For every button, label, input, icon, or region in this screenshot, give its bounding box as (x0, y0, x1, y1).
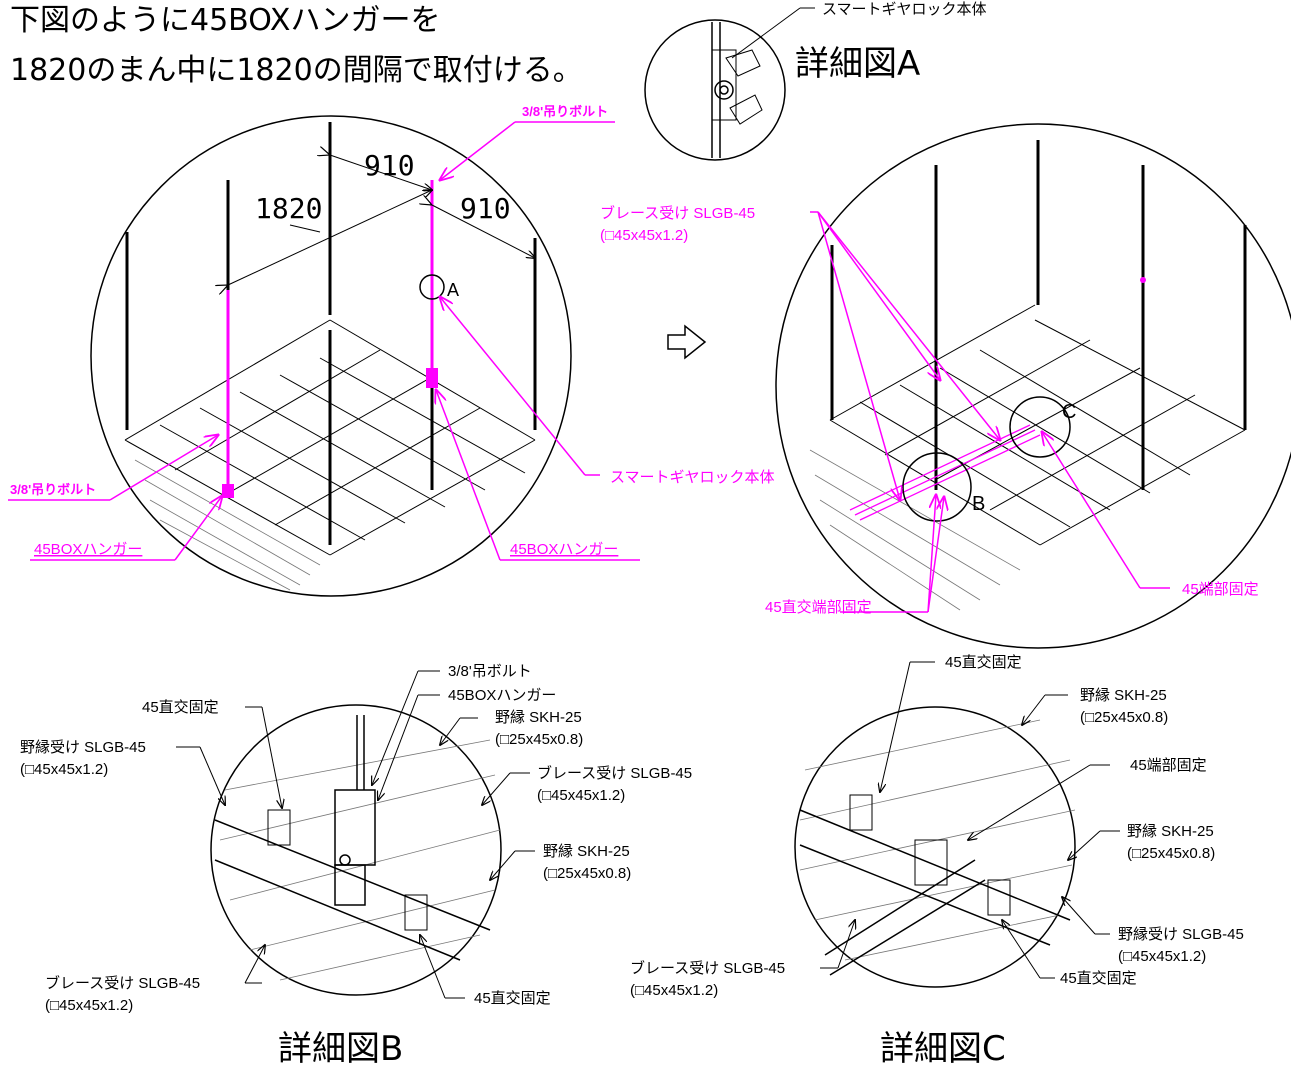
hanger-label-right: 45BOXハンガー (510, 541, 618, 558)
orth-end-fix-label: 45直交端部固定 (765, 598, 872, 616)
gear-lock-label: スマートギヤロック本体 (610, 469, 775, 486)
b-orth-fix-top: 45直交固定 (142, 698, 219, 716)
b-orth-fix-bottom: 45直交固定 (474, 989, 551, 1007)
b-nobuchi-spec: (□25x45x0.8) (495, 731, 583, 748)
b-nobuchi-spec-2: (□25x45x0.8) (543, 865, 631, 882)
circle-a-label: A (447, 280, 459, 300)
detail-b: 詳細図B 3/8'吊ボルト 45BOXハンガー 45直交固定 野縁 SKH-25… (20, 663, 692, 1067)
dim-1820: 1820 (255, 192, 322, 225)
c-orth-fix-top: 45直交固定 (945, 653, 1022, 671)
detail-a-label: スマートギヤロック本体 (822, 1, 987, 18)
right-arrow-icon (667, 324, 707, 360)
bolt-label-top: 3/8'吊りボルト (522, 104, 608, 119)
dim-910-top: 910 (364, 149, 415, 182)
b-nobuchi-label-2: 野縁 SKH-25 (543, 843, 630, 860)
intro-line-2: 1820のまん中に1820の間隔で取付ける。 (10, 53, 583, 88)
c-end-fix: 45端部固定 (1130, 757, 1207, 774)
end-fix-label: 45端部固定 (1182, 581, 1259, 598)
intro-line-1: 下図のように45BOXハンガーを (10, 3, 440, 38)
c-orth-fix-bottom: 45直交固定 (1060, 969, 1137, 987)
c-nobuchi-uke-spec: (□45x45x1.2) (1118, 948, 1206, 965)
detail-b-title: 詳細図B (278, 1029, 403, 1067)
brace-spec: (□45x45x1.2) (600, 227, 688, 244)
b-brace-label-l: ブレース受け SLGB-45 (45, 974, 200, 992)
hanger-label-left: 45BOXハンガー (34, 541, 142, 558)
detail-c-title: 詳細図C (880, 1029, 1006, 1067)
main-left-diagram: 910 910 1820 A 3/8'吊りボルト 3/8'吊りボルト 45BOX… (8, 104, 775, 597)
b-bolt-label: 3/8'吊ボルト (448, 663, 532, 680)
main-right-diagram: B C ブレース受け SLGB-45 (□45x45x1.2) 45直交端部固定… (600, 123, 1291, 649)
c-nobuchi-spec-2: (□25x45x0.8) (1127, 845, 1215, 862)
detail-c: 詳細図C 45直交固定 野縁 SKH-25 (□25x45x0.8) 45端部固… (630, 653, 1244, 1067)
c-brace-label: ブレース受け SLGB-45 (630, 959, 785, 977)
circle-c-label: C (1062, 401, 1076, 423)
b-nobuchi-uke-spec: (□45x45x1.2) (20, 761, 108, 778)
b-brace-spec-l: (□45x45x1.2) (45, 997, 133, 1014)
c-brace-spec: (□45x45x1.2) (630, 982, 718, 999)
b-nobuchi-uke-label: 野縁受け SLGB-45 (20, 739, 146, 756)
b-brace-label-r: ブレース受け SLGB-45 (537, 764, 692, 782)
detail-a: スマートギヤロック本体 詳細図A (644, 1, 987, 161)
c-nobuchi-spec: (□25x45x0.8) (1080, 709, 1168, 726)
dim-910-right: 910 (460, 192, 511, 225)
c-nobuchi-label: 野縁 SKH-25 (1080, 687, 1167, 704)
b-hanger-label: 45BOXハンガー (448, 687, 556, 704)
detail-a-title: 詳細図A (795, 44, 920, 84)
circle-b-label: B (972, 493, 985, 515)
bolt-label-left: 3/8'吊りボルト (10, 482, 96, 497)
b-brace-spec-r: (□45x45x1.2) (537, 787, 625, 804)
brace-label: ブレース受け SLGB-45 (600, 204, 755, 222)
b-nobuchi-label: 野縁 SKH-25 (495, 709, 582, 726)
c-nobuchi-uke-label: 野縁受け SLGB-45 (1118, 926, 1244, 943)
c-nobuchi-label-2: 野縁 SKH-25 (1127, 823, 1214, 840)
